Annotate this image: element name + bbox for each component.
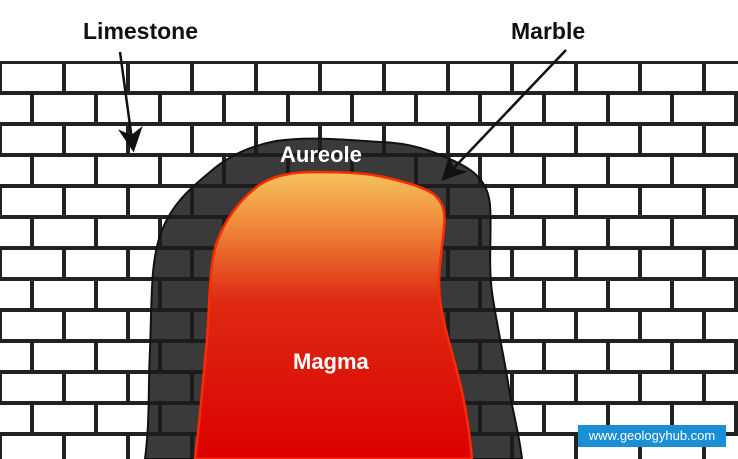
magma-label: Magma bbox=[293, 349, 369, 374]
aureole-label: Aureole bbox=[280, 142, 362, 167]
marble-pointer-arrow bbox=[441, 49, 567, 182]
sky-background bbox=[0, 0, 738, 62]
marble-label: Marble bbox=[511, 18, 586, 44]
magma-body bbox=[193, 170, 474, 459]
watermark-link[interactable]: www.geologyhub.com bbox=[588, 428, 716, 443]
limestone-pointer-arrow bbox=[117, 51, 143, 153]
watermark-background bbox=[578, 425, 726, 447]
limestone-label: Limestone bbox=[83, 18, 199, 44]
